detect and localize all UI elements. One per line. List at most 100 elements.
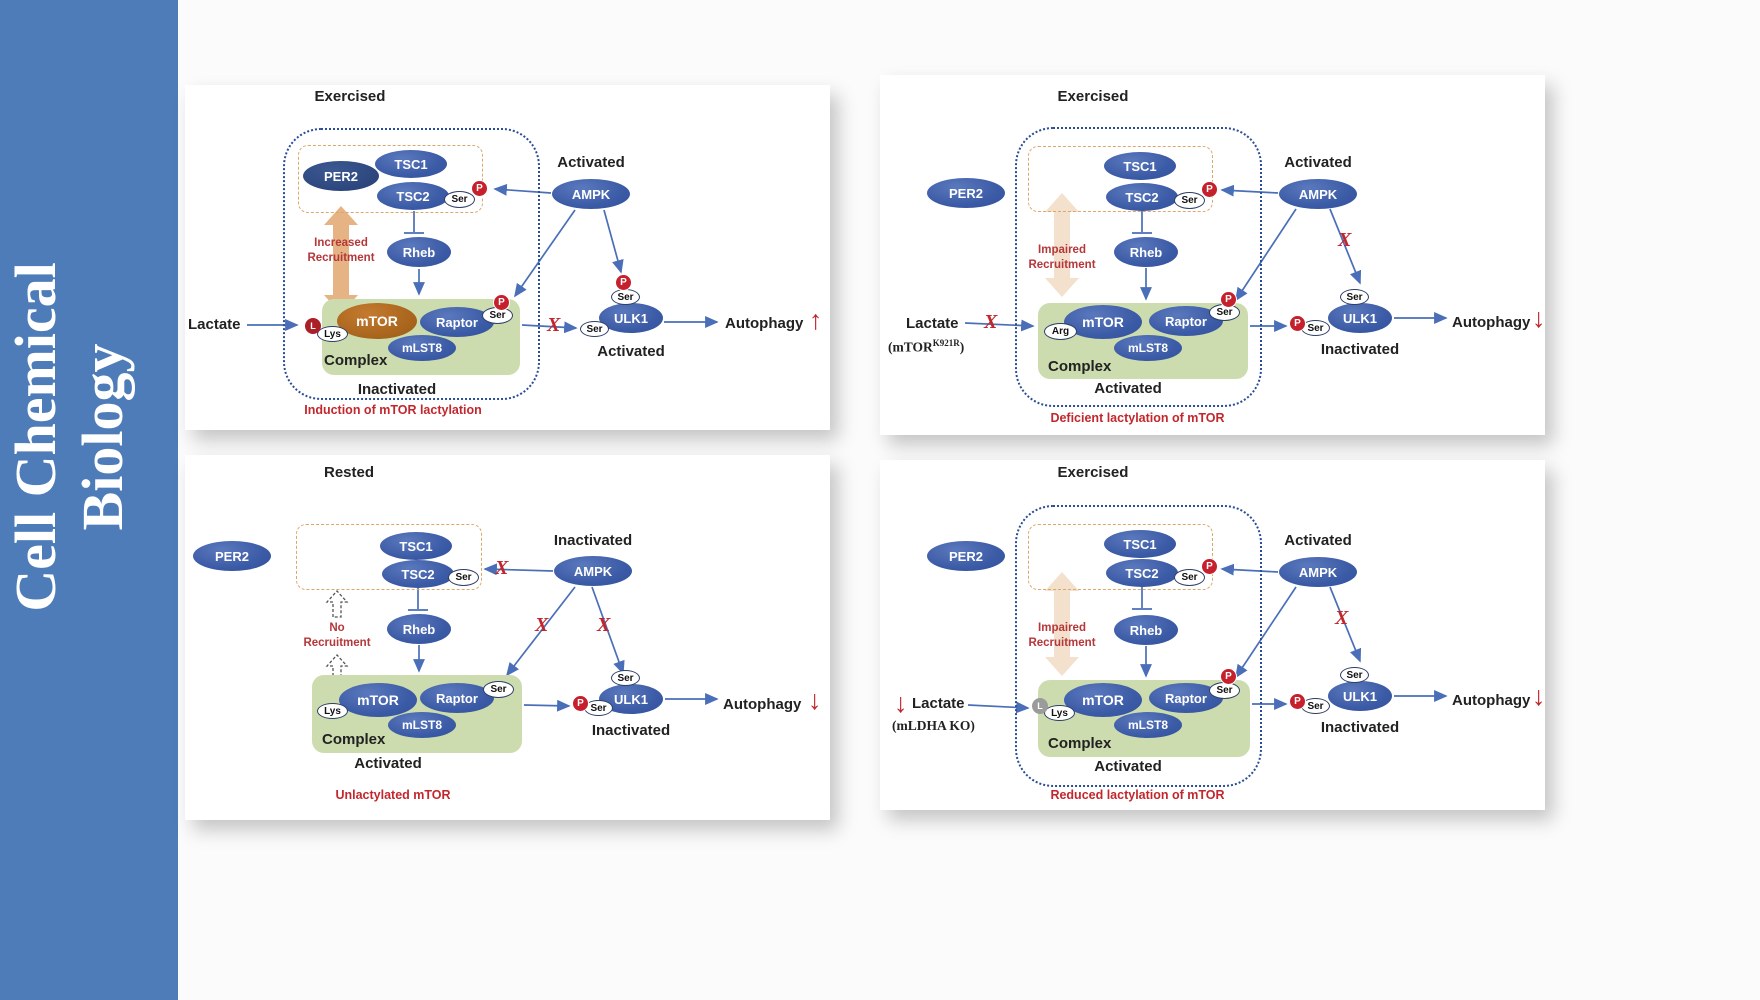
tsc2-node: TSC2 <box>1106 559 1178 587</box>
panel-exercised-induction: Exercised PER2 TSC1 TSC2 Ser P Activated… <box>185 85 830 430</box>
mtor-node: mTOR <box>337 303 417 339</box>
autophagy-down-icon: ↓ <box>808 685 822 715</box>
panel-title: Rested <box>323 464 375 481</box>
panel-caption: Induction of mTOR lactylation <box>304 403 482 417</box>
tsc2-ser-site: Ser <box>1174 192 1205 209</box>
ampk-state: Inactivated <box>553 532 633 549</box>
mlst8-node: mLST8 <box>388 335 456 361</box>
lactate-down-icon: ↓ <box>894 688 908 718</box>
raptor-ser-site: Ser <box>483 681 514 698</box>
tsc2-ser-site: Ser <box>448 569 479 586</box>
mlst8-node: mLST8 <box>388 712 456 738</box>
ampk-node: AMPK <box>1279 179 1357 209</box>
inhibition-x-icon: X <box>547 314 561 336</box>
mldha-ko-label: (mLDHA KO) <box>892 718 975 733</box>
tsc2-node: TSC2 <box>377 182 449 210</box>
ulk1-ser-site: Ser <box>1301 698 1330 714</box>
ulk1-top-ser-site: Ser <box>1340 289 1369 305</box>
ulk1-phospho-badge: P <box>1289 693 1306 710</box>
ulk1-top-ser-site: Ser <box>611 670 640 686</box>
ulk1-phospho-badge: P <box>572 695 589 712</box>
journal-sidebar: Cell Chemical Biology <box>0 0 178 1000</box>
tsc2-ser-site: Ser <box>1174 569 1205 586</box>
mlst8-node: mLST8 <box>1114 335 1182 361</box>
panel-rested-unlactylated: Rested PER2 TSC1 TSC2 Ser X Inactivated … <box>185 455 830 820</box>
autophagy-label: Autophagy <box>725 315 804 332</box>
panel-caption: Unlactylated mTOR <box>335 788 451 802</box>
complex-label: Complex <box>324 352 388 369</box>
ulk1-phospho-badge: P <box>1289 315 1306 332</box>
ulk1-node: ULK1 <box>1328 303 1392 333</box>
tsc2-phospho-badge: P <box>1201 558 1218 575</box>
ulk1-ser-site: Ser <box>580 321 609 337</box>
per2-tsc-region <box>1028 524 1213 590</box>
journal-title-line1: Cell Chemical <box>3 262 68 612</box>
ampk-tsc2-block-x-icon: X <box>495 557 509 579</box>
autophagy-label: Autophagy <box>1452 692 1531 709</box>
panel2-arrows <box>964 184 1448 332</box>
rheb-node: Rheb <box>1114 615 1178 645</box>
panel-title: Exercised <box>1057 464 1129 481</box>
ulk1-node: ULK1 <box>1328 681 1392 711</box>
ulk1-node: ULK1 <box>599 303 663 333</box>
ampk-ulk1-block-x-icon: X <box>1335 607 1349 629</box>
complex-state: Activated <box>1094 758 1162 775</box>
ulk1-node: ULK1 <box>599 684 663 714</box>
per2-tsc-region <box>296 524 482 590</box>
arg-site: Arg <box>1044 323 1077 340</box>
autophagy-down-icon: ↓ <box>1532 303 1546 333</box>
tsc2-phospho-badge: P <box>471 180 488 197</box>
ulk1-state: Inactivated <box>1320 719 1400 736</box>
complex-state: Activated <box>1094 380 1162 397</box>
raptor-phospho-badge: P <box>1220 668 1237 685</box>
complex-label: Complex <box>1048 358 1112 375</box>
tsc2-phospho-badge: P <box>1201 181 1218 198</box>
mtor-node: mTOR <box>1064 683 1142 717</box>
ulk1-phospho-badge: P <box>615 274 632 291</box>
panel-title: Exercised <box>314 88 386 105</box>
complex-label: Complex <box>1048 735 1112 752</box>
ampk-node: AMPK <box>1279 557 1357 587</box>
ampk-state: Activated <box>1284 532 1352 549</box>
ampk-node: AMPK <box>552 179 630 209</box>
tsc1-node: TSC1 <box>1104 530 1176 558</box>
panel-exercised-mldha-ko: Exercised PER2 TSC1 TSC2 Ser P Activated… <box>880 460 1546 810</box>
ampk-ulk1-block-x-icon: X <box>1338 229 1352 251</box>
lactate-label: Lactate <box>188 316 241 333</box>
panel-title: Exercised <box>1057 88 1129 105</box>
journal-title: Cell Chemical Biology <box>3 77 173 797</box>
per2-node: PER2 <box>927 178 1005 208</box>
panel1-arrows <box>247 183 719 334</box>
lys-site: Lys <box>317 326 348 342</box>
ampk-node: AMPK <box>554 556 632 586</box>
rheb-node: Rheb <box>1114 237 1178 267</box>
ulk1-ser-site: Ser <box>584 700 613 716</box>
ulk1-state: Inactivated <box>1320 341 1400 358</box>
per2-node: PER2 <box>927 541 1005 571</box>
ampk-state: Activated <box>557 154 625 171</box>
pathway-boundary <box>283 128 540 400</box>
panel-exercised-k921r: Exercised PER2 TSC1 TSC2 Ser P Activated… <box>880 75 1546 435</box>
ulk1-top-ser-site: Ser <box>611 289 640 305</box>
lys-site: Lys <box>317 703 348 719</box>
ampk-state: Activated <box>1284 154 1352 171</box>
lactyl-group-badge: L <box>1032 698 1048 714</box>
journal-title-line2: Biology <box>69 343 135 531</box>
tsc1-node: TSC1 <box>375 150 447 178</box>
recruitment-arrow-icon <box>1045 572 1079 676</box>
panel-caption: Reduced lactylation of mTOR <box>1050 788 1225 802</box>
rheb-node: Rheb <box>387 614 451 644</box>
lactate-label: Lactate <box>912 695 965 712</box>
ulk1-state: Activated <box>597 343 665 360</box>
tsc2-ser-site: Ser <box>444 191 475 208</box>
raptor-ser-site: Ser <box>1209 682 1240 699</box>
panel-caption: Deficient lactylation of mTOR <box>1050 411 1225 425</box>
complex-state: Activated <box>354 755 422 772</box>
tsc2-node: TSC2 <box>1106 183 1178 211</box>
recruitment-arrow-icon <box>1045 193 1079 297</box>
raptor-phospho-badge: P <box>1220 291 1237 308</box>
ampk-ulk1-block-x-icon: X <box>597 614 611 636</box>
